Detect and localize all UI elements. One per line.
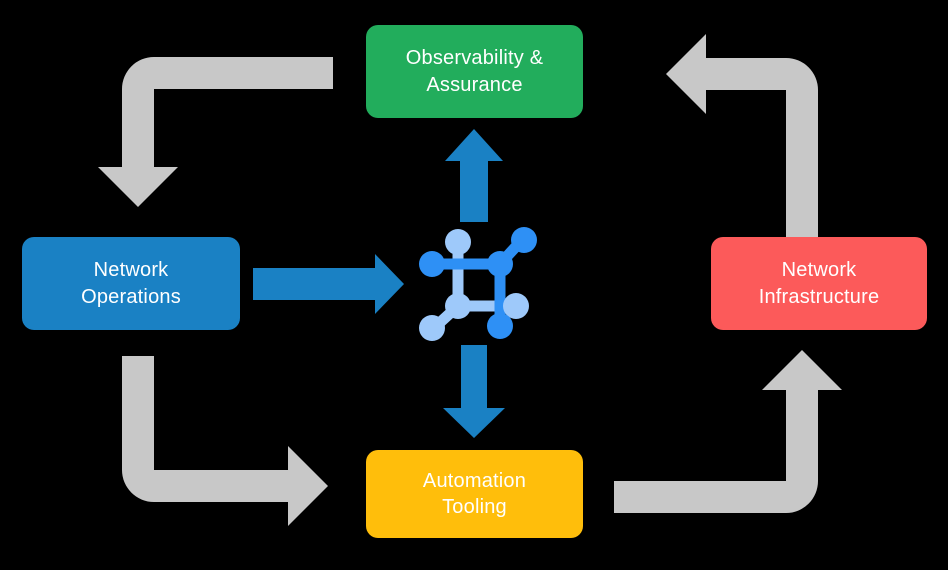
node-box-observability[interactable]: Observability & Assurance: [366, 25, 583, 118]
blue-arrow-center-to-observability: [445, 129, 503, 222]
node-box-network-infrastructure[interactable]: Network Infrastructure: [711, 237, 927, 330]
node-box-automation-tooling[interactable]: Automation Tooling: [366, 450, 583, 538]
network-topology-icon: [419, 227, 537, 341]
blue-arrow-center-to-automation: [443, 345, 505, 438]
gray-elbow-observability-to-ops: [98, 57, 333, 207]
node-box-network-operations[interactable]: Network Operations: [22, 237, 240, 330]
icon-dark-nodes: [419, 227, 537, 339]
blue-arrow-ops-to-center: [253, 254, 404, 314]
gray-elbow-ops-to-automation: [122, 356, 328, 526]
gray-elbow-infra-to-observability: [666, 34, 818, 260]
icon-light-nodes: [419, 229, 529, 341]
gray-elbow-automation-to-infra: [614, 350, 842, 513]
